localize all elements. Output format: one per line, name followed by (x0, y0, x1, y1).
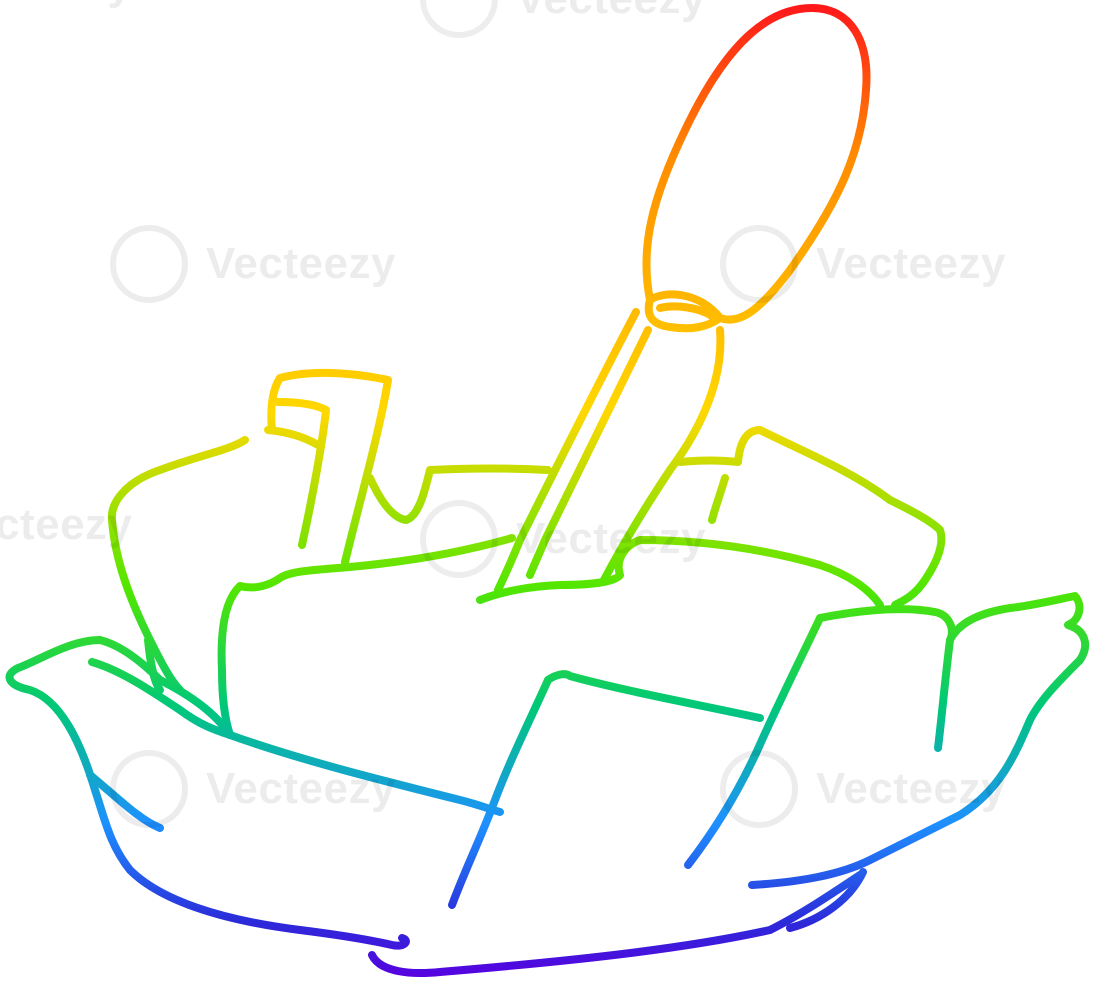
wrapper-front-diagonal (448, 676, 552, 909)
wrapper-right-inner (934, 636, 954, 752)
knife-blade-edge (600, 326, 725, 584)
wrapper-left-fold (107, 436, 249, 694)
wrapper-plate-outer (5, 636, 864, 978)
wrapper-right-side (748, 592, 1090, 889)
knife-handle (642, 4, 871, 324)
butter-back-chunk-top (274, 398, 330, 549)
knife-collar-highlight (656, 302, 716, 320)
butter-right-chunk-fold (708, 474, 729, 524)
butter-right-chunk (676, 426, 946, 609)
wrapper-front-diagonal-2 (684, 614, 824, 869)
butter-main-block-front (226, 731, 504, 816)
butter-back-chunk (267, 368, 392, 566)
knife-blade-inner (526, 326, 652, 579)
wrapper-left-bottom-flap (88, 658, 234, 739)
knife-blade (494, 308, 640, 594)
butter-main-block-notch (544, 670, 764, 722)
wrapper-left-bottom-inner (86, 771, 164, 832)
butter-middle-ridge (366, 464, 552, 524)
butter-main-block-top (476, 536, 884, 609)
knife-collar (644, 290, 724, 333)
butter-main-block-left (217, 534, 516, 739)
butter-back-chunk-ledge (264, 426, 322, 449)
wrapper-bottom-fold (786, 868, 867, 932)
